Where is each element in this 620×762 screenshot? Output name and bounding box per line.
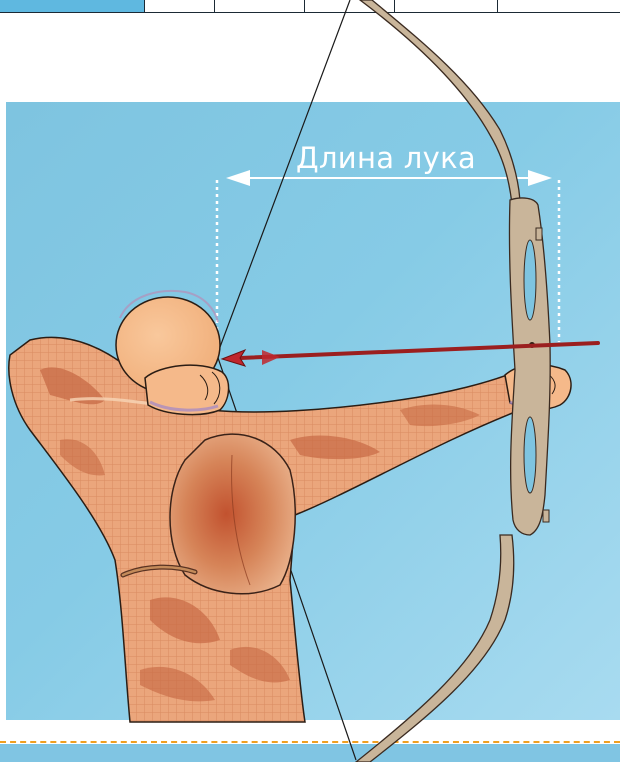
- bow-length-label: Длина лука: [296, 141, 476, 175]
- recurve-bow-icon: [356, 0, 550, 762]
